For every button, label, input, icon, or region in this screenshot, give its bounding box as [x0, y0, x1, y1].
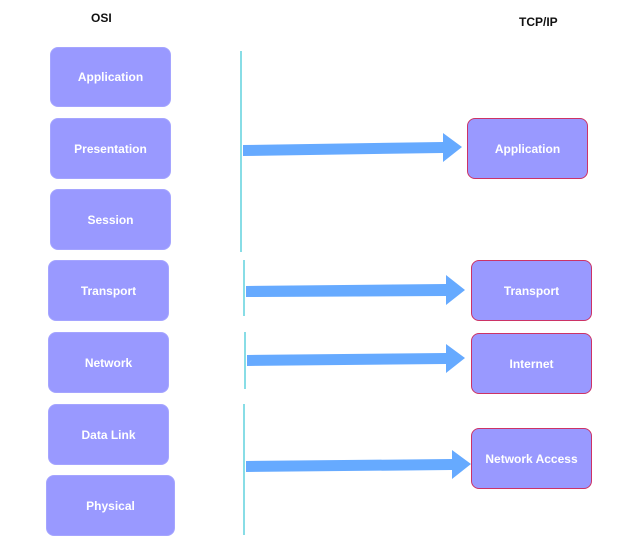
arrow-internet: [247, 344, 465, 373]
tcpip-layer-internet: Internet: [471, 333, 592, 394]
tcpip-layer-application: Application: [467, 118, 588, 179]
osi-header: OSI: [91, 11, 112, 25]
osi-layer-application: Application: [50, 47, 171, 107]
osi-layer-network: Network: [48, 332, 169, 393]
osi-layer-transport: Transport: [48, 260, 169, 321]
arrow-network-access: [246, 450, 471, 479]
osi-layer-data-link: Data Link: [48, 404, 169, 465]
arrow-transport: [246, 275, 465, 305]
tcpip-layer-network-access: Network Access: [471, 428, 592, 489]
osi-layer-physical: Physical: [46, 475, 175, 536]
tcpip-layer-transport: Transport: [471, 260, 592, 321]
osi-layer-presentation: Presentation: [50, 118, 171, 179]
tcpip-header: TCP/IP: [519, 15, 558, 29]
osi-layer-session: Session: [50, 189, 171, 250]
arrow-application: [243, 133, 462, 162]
